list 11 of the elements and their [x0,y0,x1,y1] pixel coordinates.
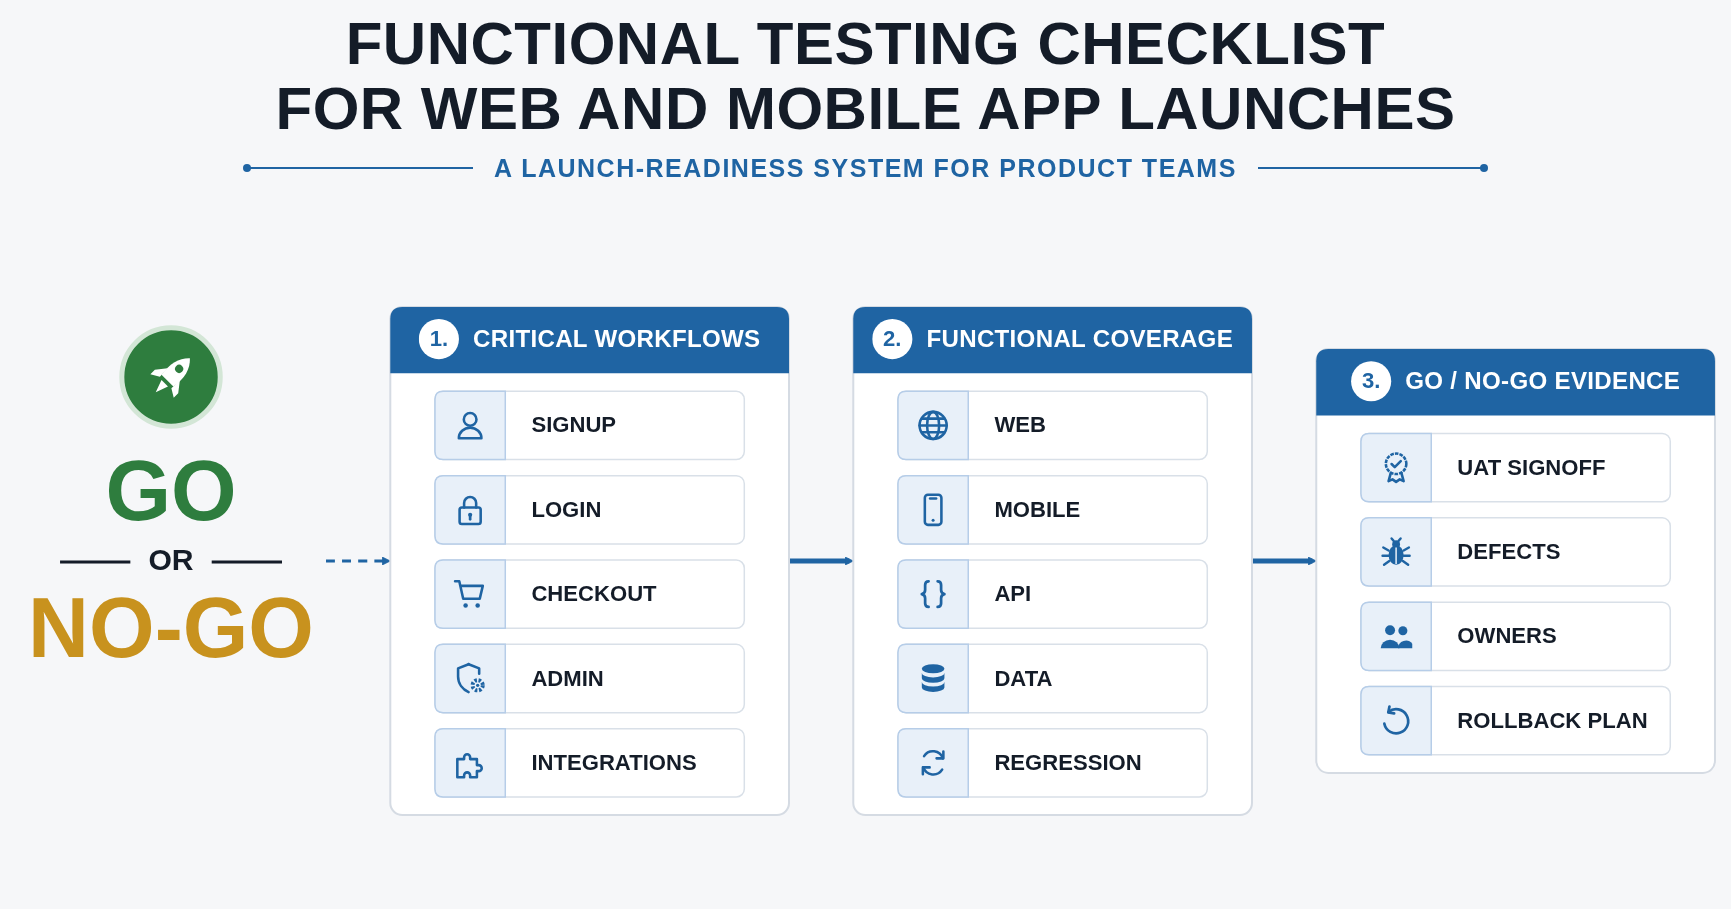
panel-header-band [390,306,789,374]
panel-header-band [1316,349,1715,416]
arrow [1252,556,1317,566]
arrow [789,556,854,566]
arrow [326,556,391,566]
title: FUNCTIONAL TESTING CHECKLIST FOR WEB AND MOBILE APP LAUNCHES [274,12,1457,142]
node-circle [119,325,223,429]
node-label: NO-GO [28,580,314,676]
node-label: GO [105,444,237,539]
panel-header-band [853,306,1252,374]
subtitle: A LAUNCH-READINESS SYSTEM FOR PRODUCT TEAMS [494,153,1237,183]
